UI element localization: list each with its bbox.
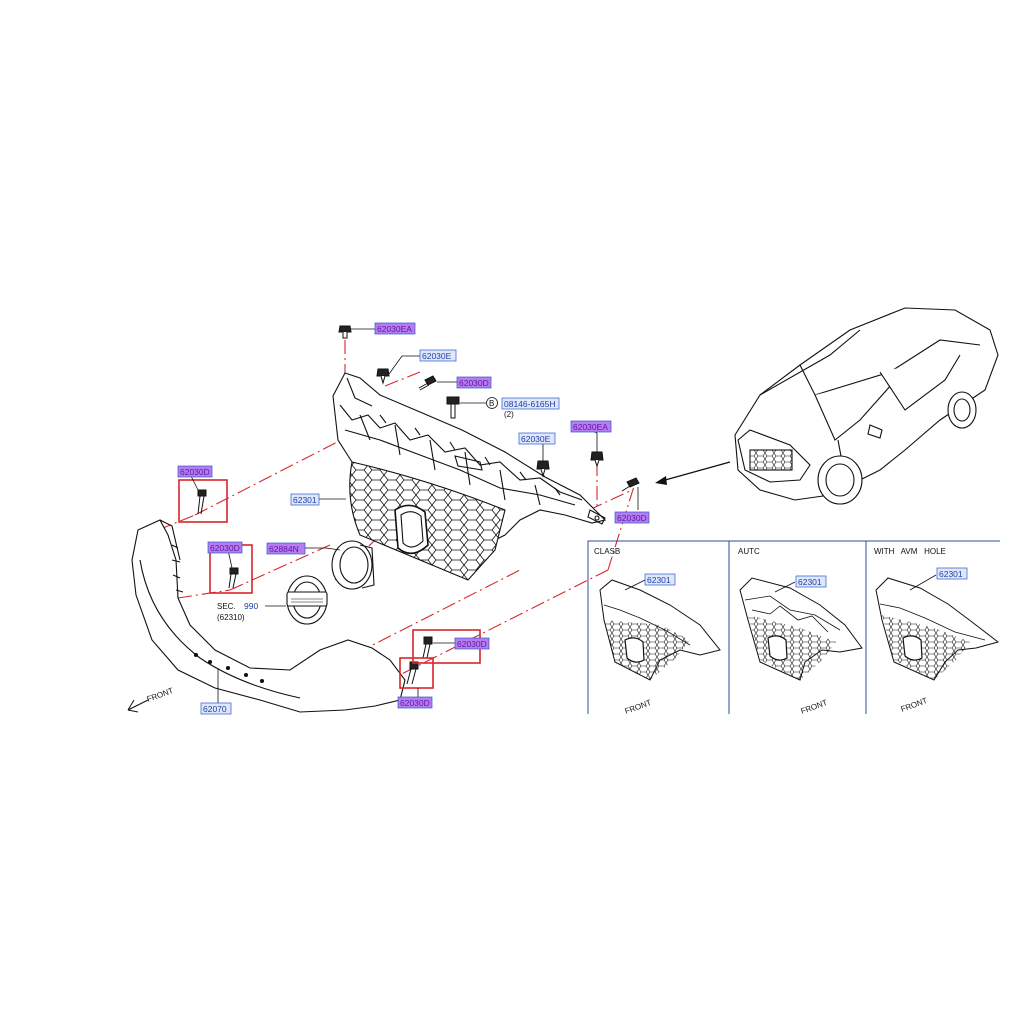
label-screw-d-right: 62030D <box>614 511 650 524</box>
label-clip-e-top: 62030E <box>419 349 457 362</box>
label-clip-ea-top: 62030EA <box>374 322 416 335</box>
clip-e-top-icon <box>376 368 390 385</box>
svg-text:62030E: 62030E <box>521 434 551 444</box>
svg-text:62030D: 62030D <box>457 639 487 649</box>
front-bumper <box>131 519 406 713</box>
inset-clasb: CLASB 62301 FRONT <box>594 547 721 716</box>
label-clip-ea-right: 62030EA <box>570 420 612 433</box>
label-grille: 62301 <box>290 493 320 506</box>
svg-text:62030D: 62030D <box>180 467 210 477</box>
svg-text:WITH AVM HOLE: WITH AVM HOLE <box>874 547 946 556</box>
label-clip-e-right: 62030E <box>518 432 556 445</box>
svg-text:62301: 62301 <box>293 495 317 505</box>
screw-d-right-icon <box>621 477 640 492</box>
emblem-base-ring <box>331 540 375 590</box>
label-screw-d-top: 62030D <box>456 376 492 389</box>
grille-assembly <box>332 372 607 581</box>
label-screw-d-left-mid: 62030D <box>207 541 243 554</box>
svg-text:FRONT: FRONT <box>900 696 929 714</box>
svg-text:62030D: 62030D <box>400 698 430 708</box>
svg-text:08146-6165H: 08146-6165H <box>504 399 556 409</box>
fasteners <box>197 325 640 685</box>
svg-text:62030D: 62030D <box>459 378 489 388</box>
screw-d-left-upper-icon <box>197 489 207 515</box>
inset-with-avm-hole: WITH AVM HOLE 62301 FRONT <box>874 547 1000 714</box>
svg-text:62030EA: 62030EA <box>573 422 608 432</box>
car-illustration <box>734 307 999 505</box>
svg-text:CLASB: CLASB <box>594 547 620 556</box>
variant-insets: CLASB 62301 FRONT AUTC 62301 FRONT WITH <box>587 540 1000 716</box>
svg-text:62070: 62070 <box>203 704 227 714</box>
label-bumper: 62070 <box>200 702 232 715</box>
svg-text:62030E: 62030E <box>422 351 452 361</box>
part-labels: 62030EA 62030E 62030D B 08146-6165H (2) … <box>127 322 650 715</box>
label-screw-d-bottom-b: 62030D <box>397 696 433 709</box>
svg-text:62030D: 62030D <box>210 543 240 553</box>
svg-text:62301: 62301 <box>647 575 671 585</box>
screw-d-bottom-a-icon <box>422 636 433 659</box>
svg-text:(62310): (62310) <box>217 613 245 622</box>
clip-ea-top-icon <box>338 325 352 339</box>
label-screw-d-bottom-a: 62030D <box>454 637 490 650</box>
svg-text:62030D: 62030D <box>617 513 647 523</box>
svg-text:B: B <box>489 399 494 408</box>
svg-text:62030EA: 62030EA <box>377 324 412 334</box>
clip-ea-right-icon <box>590 451 604 468</box>
svg-text:990: 990 <box>244 601 258 611</box>
nissan-emblem-icon <box>286 575 328 625</box>
screw-d-top-icon <box>418 375 437 391</box>
screw-d-left-mid-icon <box>228 567 239 589</box>
svg-text:62301: 62301 <box>798 577 822 587</box>
label-screw-d-left-upper: 62030D <box>177 465 213 478</box>
clip-e-right-icon <box>536 460 550 478</box>
svg-text:62301: 62301 <box>939 569 963 579</box>
svg-text:(2): (2) <box>504 410 514 419</box>
inset-autc: AUTC 62301 FRONT <box>738 547 863 716</box>
car-pointer-arrow <box>655 461 731 485</box>
screw-d-bottom-b-icon <box>406 661 419 685</box>
svg-text:62884N: 62884N <box>269 544 299 554</box>
label-emblem: 62884N <box>266 542 306 555</box>
label-sec-ref: SEC. 990 (62310) <box>217 601 258 622</box>
svg-text:FRONT: FRONT <box>146 686 175 704</box>
svg-text:SEC.: SEC. <box>217 602 236 611</box>
svg-text:FRONT: FRONT <box>624 698 653 716</box>
bolt-b-icon <box>446 396 460 419</box>
svg-text:FRONT: FRONT <box>800 698 829 716</box>
front-arrow: FRONT <box>127 686 175 713</box>
svg-text:AUTC: AUTC <box>738 547 760 556</box>
label-bolt-b: B 08146-6165H (2) <box>486 397 560 419</box>
